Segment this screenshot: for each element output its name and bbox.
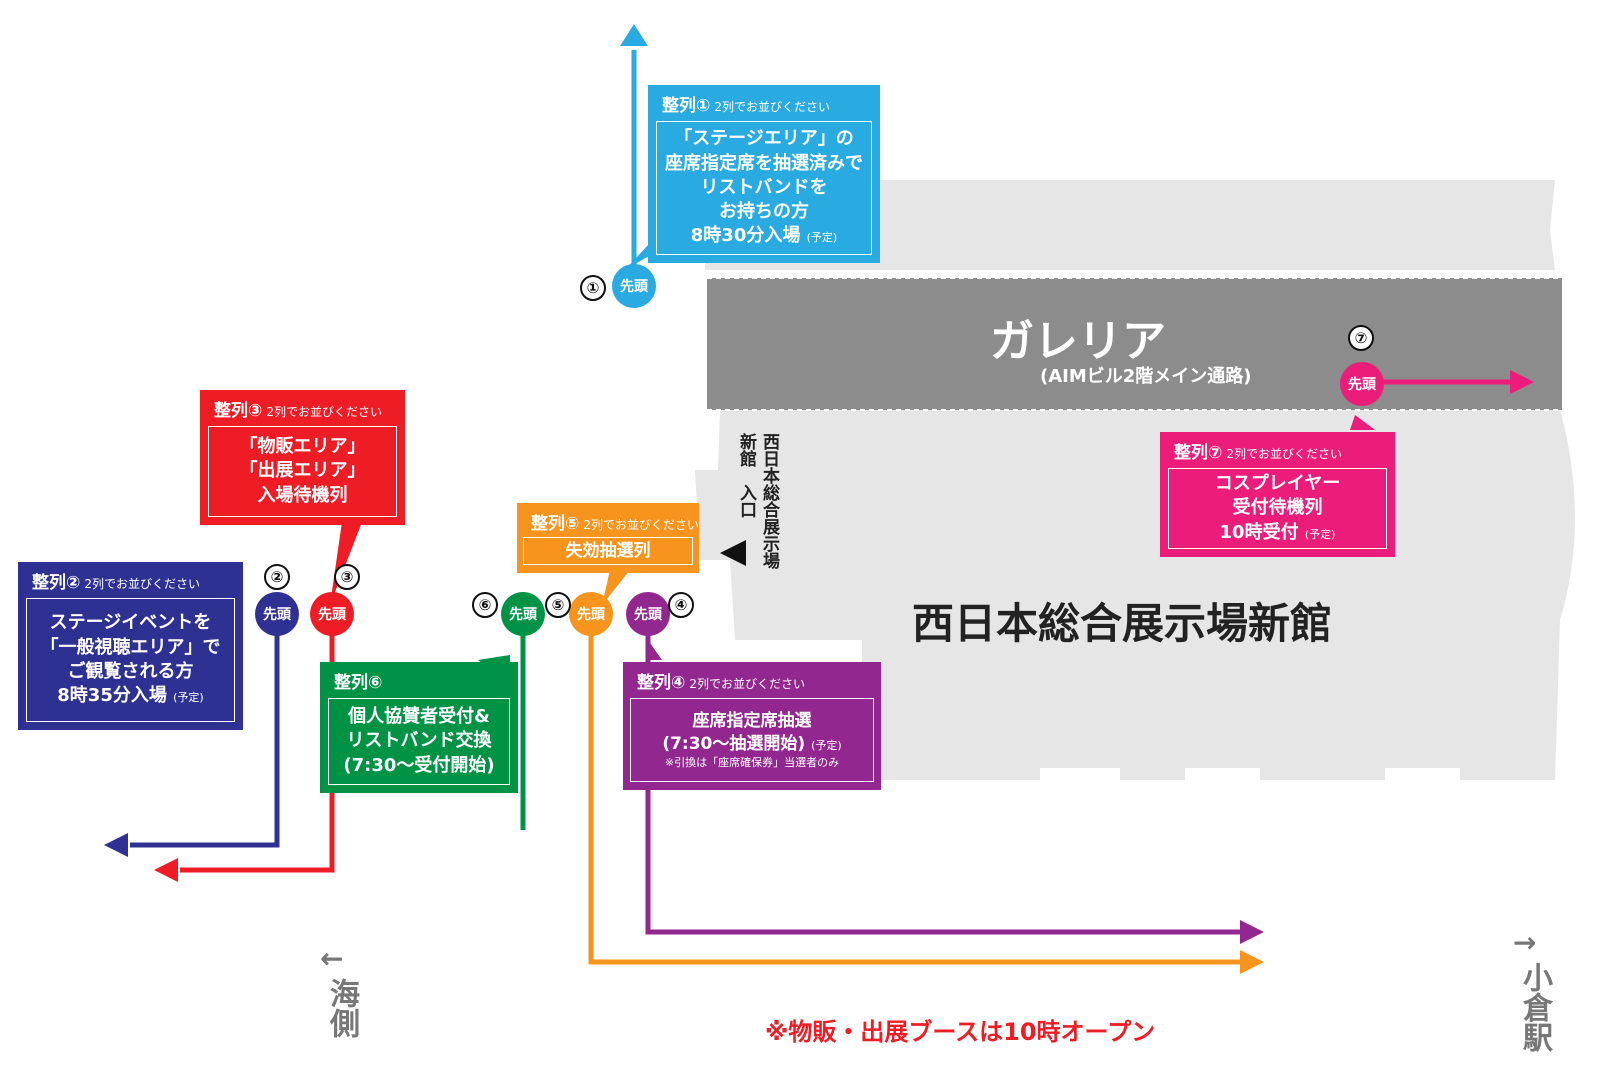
hall-building xyxy=(705,180,1555,270)
queue-number-7: ⑦ xyxy=(1348,325,1374,351)
notice-text: ※物販・出展ブースは10時オープン xyxy=(765,1018,1156,1046)
q5-number: ⑤ xyxy=(565,514,580,534)
q4-footnote: ※引換は「座席確保券」当選者のみ xyxy=(664,755,840,769)
q3-line-1: 「物販エリア」 xyxy=(239,436,366,458)
q5-head-badge: 先頭 xyxy=(569,592,613,636)
q1-arrow-icon xyxy=(620,24,648,46)
queue-number-4: ④ xyxy=(668,592,694,618)
q1-line-2: 座席指定席を抽選済みで xyxy=(665,152,863,174)
galleria-subtitle: (AIMビル2階メイン通路) xyxy=(1040,366,1252,387)
queue-6-box: 整列⑥ 個人協賛者受付& リストバンド交換 (7:30〜受付開始) xyxy=(320,662,518,793)
q3-number: ③ xyxy=(248,401,263,421)
q3-sub: 2列でお並びください xyxy=(266,405,383,419)
q4-line-1: 座席指定席抽選 xyxy=(692,710,812,731)
q5-sub: 2列でお並びください xyxy=(583,518,700,532)
q1-line-4: お持ちの方 xyxy=(719,201,809,223)
q3-line-3: 入場待機列 xyxy=(257,484,348,506)
q3-title: 整列 xyxy=(214,401,248,421)
q1-head-badge: 先頭 xyxy=(612,264,656,308)
q1-title: 整列 xyxy=(662,96,696,116)
q4-line-2: (7:30〜抽選開始) xyxy=(662,733,806,754)
queue-number-1: ① xyxy=(580,275,606,301)
direction-right-label: 小倉駅 xyxy=(1517,962,1552,1052)
q2-number: ② xyxy=(66,573,81,593)
q2-line-2: 「一般視聴エリア」で xyxy=(40,636,221,658)
q1-note: (予定) xyxy=(806,231,838,245)
q4-arrow-icon xyxy=(1240,920,1264,944)
q7-line-2: 受付待機列 xyxy=(1232,497,1323,519)
q4-number: ④ xyxy=(671,673,686,693)
q3-head-badge: 先頭 xyxy=(310,592,354,636)
q6-title: 整列 xyxy=(334,673,368,693)
q7-title: 整列 xyxy=(1174,443,1208,463)
direction-right-arrow: → xyxy=(1513,926,1537,959)
q2-line-3: ご観覧される方 xyxy=(67,661,194,682)
q5-line-1: 失効抽選列 xyxy=(565,540,651,561)
q5-arrow-icon xyxy=(1240,950,1264,974)
q1-line-5: 8時30分入場 xyxy=(690,225,801,247)
entrance-label-2: 新館 入口 xyxy=(736,433,756,518)
queue-number-2: ② xyxy=(264,564,290,590)
q2-line-4: 8時35分入場 xyxy=(57,685,167,707)
q1-line-3: リストバンドを xyxy=(700,176,828,198)
q5-title: 整列 xyxy=(531,514,565,534)
direction-left-arrow: ← xyxy=(320,942,344,975)
q4-title: 整列 xyxy=(637,673,671,693)
q7-line-1: コスプレイヤー xyxy=(1214,473,1341,495)
q6-line-2: リストバンド交換 xyxy=(346,730,492,752)
q7-number: ⑦ xyxy=(1208,443,1223,463)
galleria-title: ガレリア xyxy=(990,316,1166,367)
hall-name: 西日本総合展示場新館 xyxy=(912,599,1333,648)
q7-note: (予定) xyxy=(1304,527,1336,541)
q7-sub: 2列でお並びください xyxy=(1226,447,1343,461)
queue-number-6: ⑥ xyxy=(472,592,498,618)
entrance-label-1: 西日本総合展示場 xyxy=(759,433,779,569)
q6-line-1: 個人協賛者受付& xyxy=(348,706,490,728)
q3-line-2: 「出展エリア」 xyxy=(239,460,366,482)
q4-sub: 2列でお並びください xyxy=(689,677,806,691)
galleria-band xyxy=(707,278,1562,410)
q7-arrow-icon xyxy=(1510,370,1534,394)
q2-title: 整列 xyxy=(32,573,66,593)
q6-line-3: (7:30〜受付開始) xyxy=(343,754,495,776)
entrance-arrow-icon xyxy=(720,540,746,566)
queue-number-3: ③ xyxy=(334,564,360,590)
q2-head-badge: 先頭 xyxy=(255,592,299,636)
q7-head-badge: 先頭 xyxy=(1340,362,1384,406)
q1-sub: 2列でお並びください xyxy=(714,100,831,114)
direction-left-label: 海側 xyxy=(324,978,359,1038)
q4-head-badge: 先頭 xyxy=(626,592,670,636)
q3-arrow-icon xyxy=(154,858,178,882)
q6-number: ⑥ xyxy=(368,673,383,693)
queue-number-5: ⑤ xyxy=(545,592,571,618)
q6-head-badge: 先頭 xyxy=(501,592,545,636)
q4-note: (予定) xyxy=(811,738,842,752)
q2-sub: 2列でお並びください xyxy=(84,577,201,591)
q2-note: (予定) xyxy=(173,691,204,705)
q7-line-3: 10時受付 xyxy=(1219,521,1299,543)
q1-number: ① xyxy=(696,96,711,116)
q2-arrow-icon xyxy=(104,833,128,857)
q1-line-1: 「ステージエリア」の xyxy=(674,128,854,150)
q2-line-1: ステージイベントを xyxy=(49,612,212,634)
